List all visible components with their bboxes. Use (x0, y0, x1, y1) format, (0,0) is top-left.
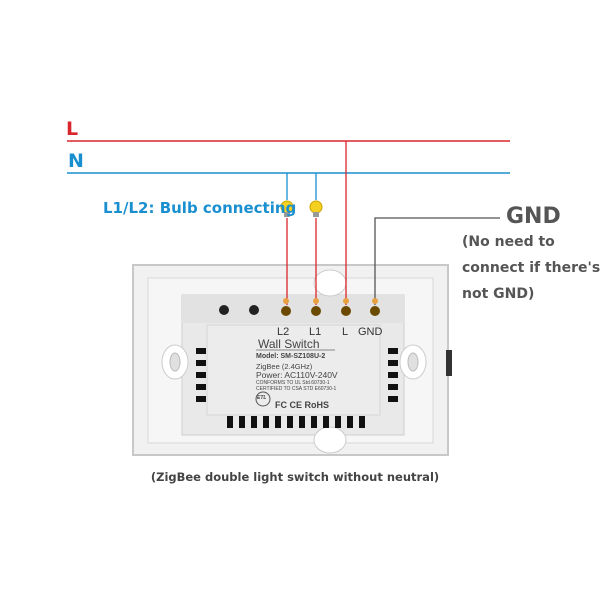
bulb-connecting-label: L1/L2: Bulb connecting (103, 199, 297, 217)
switch-body (132, 264, 452, 456)
terminal-label: GND (358, 326, 383, 338)
diagram-caption: (ZigBee double light switch without neut… (150, 470, 440, 484)
gnd-note-line: connect if there's (462, 260, 600, 276)
plate-title: Wall Switch (258, 337, 320, 351)
terminal-screws (219, 298, 380, 316)
plate-certified: CERTIFIED TO CSA STD E60730-1 (256, 386, 337, 392)
plate-marks: FC CE RoHS (275, 400, 329, 410)
live-line-label: L (66, 118, 79, 140)
wires (286, 141, 500, 305)
bulb-icon (309, 200, 323, 217)
terminal-label: L (342, 326, 349, 338)
etl-logo (255, 391, 271, 407)
plate-conforms: CONFORMS TO UL Std.60730-1 (256, 380, 330, 386)
plate-model: Model: SM-SZ108U-2 (256, 353, 326, 360)
plate-zigbee: ZigBee (2.4GHz) (256, 362, 313, 371)
bulb-icon (280, 200, 294, 217)
etl-logo-text: ETL (257, 395, 267, 401)
gnd-note-line: not GND) (462, 286, 535, 302)
terminal-label: L1 (309, 326, 322, 338)
plate-power: Power: AC110V-240V (256, 370, 338, 380)
terminal-label: L2 (277, 326, 290, 338)
gnd-title: GND (506, 204, 561, 229)
contact-pads (196, 348, 398, 428)
gnd-note-line: (No need to (462, 234, 555, 250)
neutral-line-label: N (68, 150, 84, 172)
